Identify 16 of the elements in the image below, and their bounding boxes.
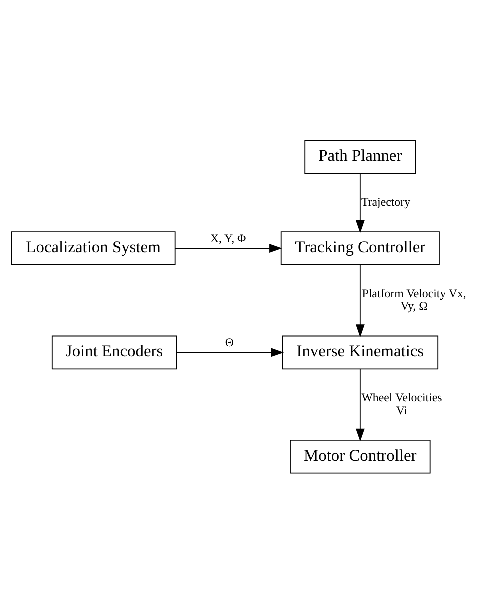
arrow (356, 264, 365, 337)
arrow (174, 244, 282, 252)
edge-label: X, Y, Φ (210, 230, 246, 245)
node-box: Inverse Kinematics (282, 335, 439, 370)
arrow (176, 348, 284, 357)
node-box: Localization System (11, 231, 176, 265)
edge-label: Platform Velocity Vx, Vy, Ω (362, 286, 466, 313)
edge-label: Trajectory (361, 194, 411, 208)
node-box: Joint Encoders (52, 335, 178, 370)
node-box: Motor Controller (290, 439, 431, 474)
arrow (356, 172, 365, 233)
edge-label: Wheel Velocities Vi (362, 390, 442, 417)
node-box: Path Planner (304, 140, 416, 174)
arrow (356, 368, 365, 442)
edge-label: Θ (225, 335, 234, 350)
node-box: Tracking Controller (280, 231, 440, 265)
